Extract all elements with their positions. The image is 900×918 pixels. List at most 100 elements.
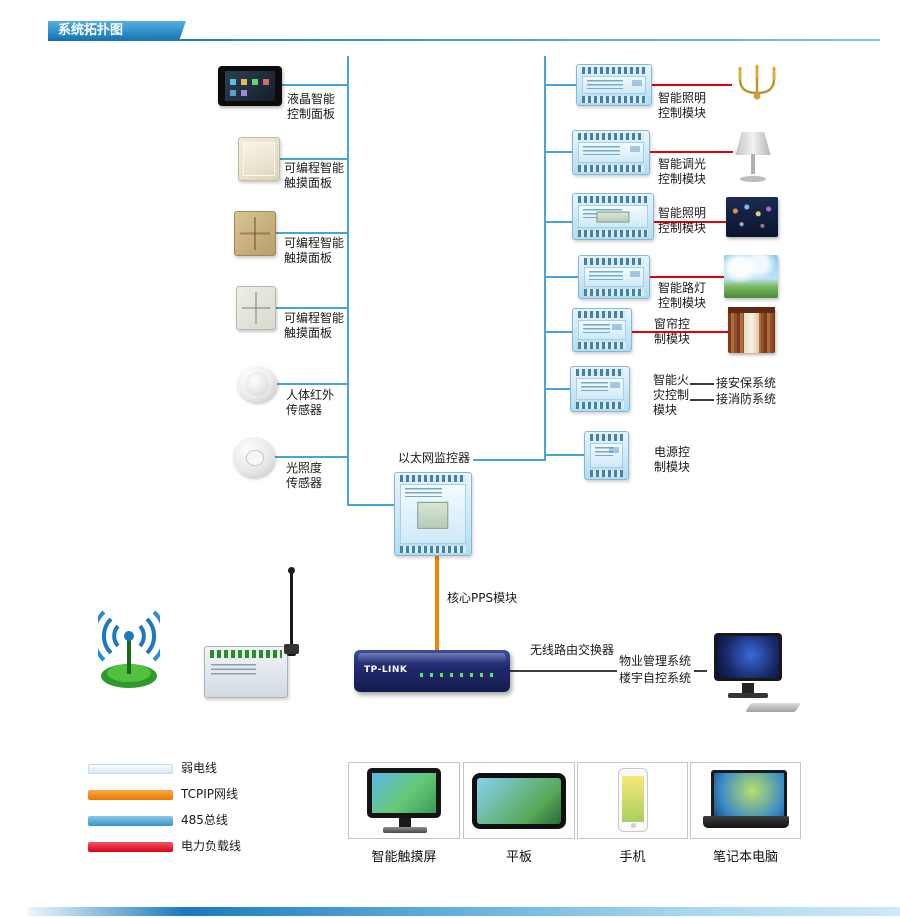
laptop-image [703,770,789,832]
touch-panel-1-label: 可编程智能 触摸面板 [284,161,345,190]
systems-label: 物业管理系统 楼宇自控系统 [619,654,692,685]
footer-bar [28,907,900,916]
terminal-label-laptop: 笔记本电脑 [712,850,778,865]
lighting-module-1-label: 智能照明 控制模块 [658,91,707,120]
chandelier-image [732,63,782,113]
module-face [582,76,646,94]
lcd-control-panel-image [218,66,282,106]
router-label: 无线路由交换器 [530,643,615,657]
branch-line-light-sensor [275,456,347,458]
lighting-module-1-image [576,64,652,106]
right-bus-to-monitor-line [473,459,546,461]
touch-panel-2-image [234,211,276,256]
touch-panel-3-image [236,286,276,330]
power-module-image [584,431,629,480]
tcpip-line-monitor-router [435,556,439,652]
pps-module-label: 核心PPS模块 [447,591,518,605]
legend-label-weak-current: 弱电线 [181,761,218,775]
terminal-box-laptop [690,762,801,839]
module-face [400,484,466,544]
link-line-security-system [690,383,714,385]
security-system-label: 接安保系统 [716,376,777,390]
night-scene-image [726,197,778,237]
curtain-module-label: 窗帘控 制模块 [654,317,691,346]
terminal-label-phone: 手机 [619,850,646,865]
phone-image [618,768,648,832]
tablet-image [472,773,566,829]
legend-label-tcpip: TCPIP网线 [181,787,239,801]
branch-line-dimming-module [546,151,572,153]
terminal-box-tablet [463,762,575,839]
dimming-module-image [572,130,650,175]
table-lamp-image [733,132,773,182]
street-light-module-label: 智能路灯 控制模块 [658,281,707,310]
router-led-row [420,673,498,677]
terminal-label-touchscreen: 智能触摸屏 [371,850,437,865]
touchscreen-image [367,768,441,818]
right-bus-trunk-line [544,56,546,461]
legend-swatch-power-load [88,842,173,852]
lamp-base [740,175,766,182]
light-sensor-label: 光照度 传感器 [286,461,323,490]
antenna-module-image [204,646,288,698]
link-line-systems-computer [694,670,707,672]
lcd-panel-label: 液晶智能 控制面板 [287,92,336,121]
pir-sensor-image [237,366,277,402]
branch-line-curtain-module [546,331,572,333]
power-line-scene [654,221,726,223]
fire-system-label: 接消防系统 [716,392,777,406]
branch-line-fire-module [546,388,570,390]
branch-line-pir-sensor [277,383,347,385]
module-face [578,205,648,228]
branch-line-power-module [546,454,584,456]
antenna-base [284,644,299,654]
wifi-signal-graphic [91,610,167,688]
lighting-module-2-label: 智能照明 控制模块 [658,206,707,235]
branch-line-touch-panel-2 [276,232,347,234]
branch-line-lighting-module-1 [546,84,576,86]
module-face [584,267,644,287]
pir-sensor-label: 人体红外 传感器 [286,388,335,417]
module-face [576,378,624,400]
fire-module-image [570,366,630,412]
power-line-lamp [650,151,733,153]
legend-swatch-weak-current [88,764,173,774]
power-module-label: 电源控 制模块 [654,445,691,474]
power-line-street-light [650,276,724,278]
ethernet-monitor-image [394,472,472,556]
left-bus-trunk-line [347,56,349,506]
street-light-module-image [578,255,650,299]
touch-panel-2-label: 可编程智能 触摸面板 [284,236,345,265]
header-divider [48,39,880,41]
curtain-module-image [572,308,632,352]
touch-panel-3-label: 可编程智能 触摸面板 [284,311,345,340]
touch-panel-1-image [238,137,280,181]
computer-screen [714,633,782,681]
power-line-curtain [632,331,728,333]
computer-keyboard [745,703,801,712]
router-image: TP-LINK [354,650,510,692]
fire-module-label: 智能火 灾控制 模块 [653,373,690,417]
curtain-image [728,307,775,353]
desktop-computer-image [706,633,801,715]
branch-line-touch-panel-3 [276,307,347,309]
left-bus-to-monitor-line [347,504,395,506]
chandelier-graphic [738,64,776,100]
dimming-module-label: 智能调光 控制模块 [658,157,707,186]
ethernet-monitor-label: 以太网监控器 [398,451,471,465]
link-line-router-systems [510,670,617,672]
legend-swatch-tcpip [88,790,173,800]
branch-line-street-light-module [546,276,578,278]
terminal-label-tablet: 平板 [505,850,532,865]
router-brand-label: TP-LINK [364,665,408,675]
lcd-screen [225,71,275,101]
module-face [578,320,626,340]
legend-swatch-485-bus [88,816,173,826]
legend-label-power-load: 电力负载线 [181,839,242,853]
link-line-fire-system [690,399,714,401]
module-face [590,443,623,468]
lighting-module-2-image [572,193,654,240]
branch-line-lcd-panel [282,84,347,86]
branch-line-touch-panel-1 [280,158,347,160]
